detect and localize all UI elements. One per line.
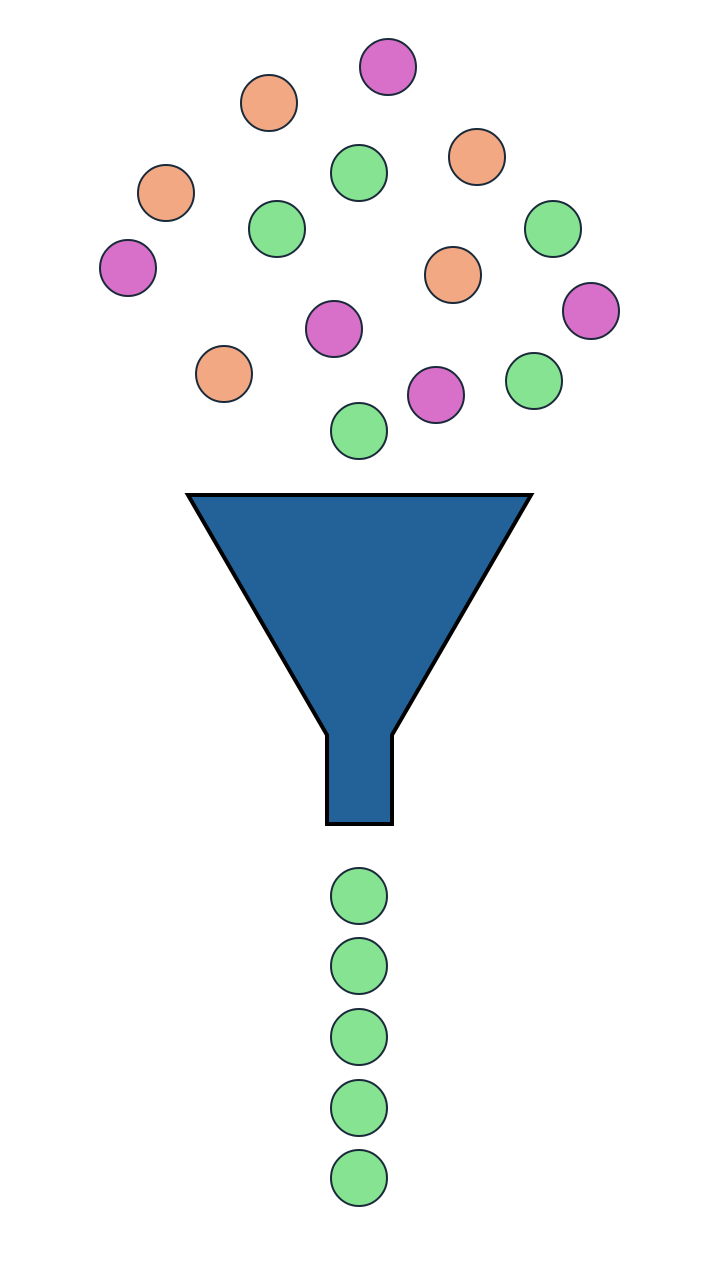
green-ball bbox=[330, 867, 388, 925]
magenta-ball bbox=[305, 300, 363, 358]
output-balls-group bbox=[330, 867, 388, 1207]
green-ball bbox=[248, 200, 306, 258]
green-ball bbox=[524, 200, 582, 258]
input-balls-group bbox=[99, 38, 620, 460]
orange-ball bbox=[240, 74, 298, 132]
green-ball bbox=[330, 1079, 388, 1137]
orange-ball bbox=[448, 128, 506, 186]
magenta-ball bbox=[359, 38, 417, 96]
orange-ball bbox=[137, 164, 195, 222]
orange-ball bbox=[424, 246, 482, 304]
magenta-ball bbox=[99, 239, 157, 297]
green-ball bbox=[330, 937, 388, 995]
green-ball bbox=[330, 144, 388, 202]
green-ball bbox=[505, 352, 563, 410]
orange-ball bbox=[195, 345, 253, 403]
magenta-ball bbox=[407, 366, 465, 424]
magenta-ball bbox=[562, 282, 620, 340]
green-ball bbox=[330, 402, 388, 460]
green-ball bbox=[330, 1008, 388, 1066]
green-ball bbox=[330, 1149, 388, 1207]
funnel-shape bbox=[184, 493, 535, 826]
